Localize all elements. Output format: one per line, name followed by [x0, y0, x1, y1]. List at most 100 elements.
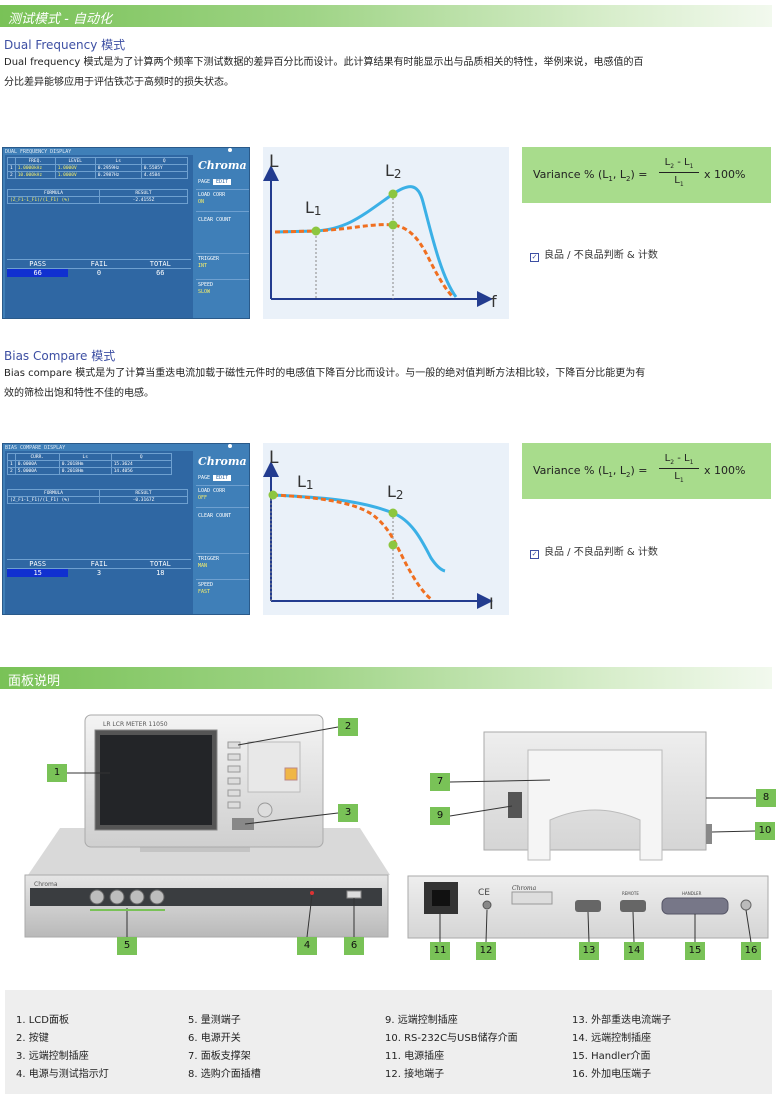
checkbox-icon: ✓: [530, 550, 539, 559]
x-axis-label: I: [489, 594, 494, 613]
table-cell: 0.0000A: [14, 460, 60, 468]
label-l1: L1: [297, 472, 314, 492]
lcd-measure-table: CURR. Ls Q 1 0.0000A 0.2018Hm 15.3624 2 …: [7, 453, 172, 475]
orange-curve: [272, 493, 432, 601]
table-header: FREQ.: [14, 157, 56, 165]
legend-item: 9. 远端控制插座: [385, 1015, 458, 1026]
table-row: 1 1.0000kHz 1.0000V 0.2959Hz 0.5585Y: [7, 164, 188, 172]
clear-count-softkey[interactable]: CLEAR COUNT: [198, 217, 232, 223]
lcd-bias-compare-display: BIAS COMPARE DISPLAY CURR. Ls Q 1 0.0000…: [2, 443, 250, 615]
lcd-main-area: FREQ. LEVEL Ls Q 1 1.0000kHz 1.0000V 0.2…: [5, 155, 193, 318]
callout-11: 11: [430, 942, 450, 960]
table-cell: 0.2018Hm: [58, 467, 112, 475]
table-header: LEVEL: [54, 157, 96, 165]
table-header: Q: [110, 453, 172, 461]
table-cell: 0.2959Hz: [94, 164, 142, 172]
point-l2-bottom: [388, 220, 398, 230]
legend-item: 2. 按键: [16, 1033, 49, 1044]
chroma-logo: Chroma: [198, 159, 247, 172]
table-cell: 0.2018Hm: [58, 460, 112, 468]
table-cell: 1: [7, 460, 16, 468]
desc-line: 分比差异能够应用于评估铁芯于高频时的损失状态。: [4, 77, 234, 88]
handler-label: HANDLER: [682, 891, 702, 896]
table-header: FORMULA: [7, 189, 100, 197]
edit-tab[interactable]: EDIT: [213, 179, 232, 185]
table-row: 2 10.000kHz 1.0000V 0.2987Hz 4.4584: [7, 171, 188, 179]
lcd-formula-table: FORMULA RESULT (Z_F1-1_F1)/(1_F1) (%) -2…: [7, 189, 188, 204]
table-header-row: CURR. Ls Q: [7, 453, 172, 461]
legend-item: 10. RS-232C与USB储存介面: [385, 1033, 518, 1044]
table-header-row: FORMULA RESULT: [7, 189, 188, 197]
point-l2-top: [388, 189, 398, 199]
rear-panel-drawing: CE Chroma REMOTE HANDLER: [407, 731, 769, 939]
table-header: CURR.: [14, 453, 60, 461]
desc-line: Bias compare 模式是为了计算当重迭电流加载于磁性元件时的电感值下降百…: [4, 368, 646, 379]
point-l1: [268, 490, 278, 500]
legend-item: 8. 选购介面插槽: [188, 1069, 261, 1080]
formula-fraction: L2 - L1 L1: [659, 157, 699, 188]
legend-item: 16. 外加电压端子: [572, 1069, 652, 1080]
lcd-formula-table: FORMULA RESULT (Z_F1-1_F1)/(1_F1) (%) -0…: [7, 489, 188, 504]
rear-panel-photo: CE Chroma REMOTE HANDLER 7 8 9 10 11 12 …: [400, 720, 776, 970]
formula-lhs: Variance % (L1, L2) =: [533, 168, 648, 184]
bias-compare-description: Bias compare 模式是为了计算当重迭电流加载于磁性元件时的电感值下降百…: [4, 364, 772, 404]
lcd-header: BIAS COMPARE DISPLAY: [5, 445, 66, 451]
legend-item: 4. 电源与测试指示灯: [16, 1069, 109, 1080]
table-row: 2 5.0000A 0.2018Hm 14.4056: [7, 467, 172, 475]
legend-item: 14. 远端控制插座: [572, 1033, 652, 1044]
table-cell: 14.4056: [110, 467, 172, 475]
y-axis-label: L: [269, 152, 279, 172]
bias-compare-title: Bias Compare 模式: [4, 349, 116, 363]
rear-brand: Chroma: [512, 885, 537, 892]
legend-item: 12. 接地端子: [385, 1069, 445, 1080]
fail-count: 0: [96, 269, 102, 277]
checkbox-icon: ✓: [530, 253, 539, 262]
ground-terminal: [482, 900, 492, 910]
table-row: 1 0.0000A 0.2018Hm 15.3624: [7, 460, 172, 468]
table-header: FORMULA: [7, 489, 100, 497]
table-cell: 1.0000V: [54, 164, 96, 172]
ext-bias-connector: [575, 900, 601, 912]
table-header: Ls: [94, 157, 142, 165]
edit-tab[interactable]: EDIT: [213, 475, 232, 481]
table-header-row: FORMULA RESULT: [7, 489, 188, 497]
callout-3: 3: [338, 804, 358, 822]
front-panel-drawing: Chroma LR LCR METER 11050: [24, 714, 390, 938]
table-row: (Z_F1-1_F1)/(1_F1) (%) -0.3167Z: [7, 496, 188, 504]
pass-label: PASS: [29, 560, 47, 568]
legend-item: 11. 电源插座: [385, 1051, 445, 1062]
table-cell: 10.000kHz: [14, 171, 56, 179]
indicator-dot: [228, 444, 232, 448]
table-header: [7, 157, 16, 165]
fail-count: 3: [96, 569, 102, 577]
pass-count: 66: [7, 269, 69, 277]
head-model: LR LCR METER 11050: [103, 721, 168, 728]
clear-count-softkey[interactable]: CLEAR COUNT: [198, 513, 232, 519]
dual-variance-formula: Variance % (L1, L2) = L2 - L1 L1 x 100%: [522, 147, 771, 203]
remote-socket-rear: [508, 792, 522, 818]
table-header: RESULT: [99, 189, 188, 197]
formula-fraction: L2 - L1 L1: [659, 453, 699, 484]
y-axis-label: L: [269, 448, 279, 468]
label-l1: L1: [305, 198, 322, 218]
pass-fail-counter: PASS FAIL TOTAL 15 3 18: [7, 559, 191, 577]
callout-2: 2: [338, 718, 358, 736]
bias-pass-fail-check: ✓良品 / 不良品判断 & 计数: [530, 547, 658, 559]
power-indicator: [310, 891, 314, 895]
lcd-measure-table: FREQ. LEVEL Ls Q 1 1.0000kHz 1.0000V 0.2…: [7, 157, 188, 179]
formula-lhs: Variance % (L1, L2) =: [533, 464, 648, 480]
option-slot: [706, 824, 712, 844]
table-cell: 4.4584: [140, 171, 188, 179]
formula-cell: (Z_F1-1_F1)/(1_F1) (%): [7, 196, 100, 204]
keypad[interactable]: [227, 741, 301, 818]
callout-6: 6: [344, 937, 364, 955]
